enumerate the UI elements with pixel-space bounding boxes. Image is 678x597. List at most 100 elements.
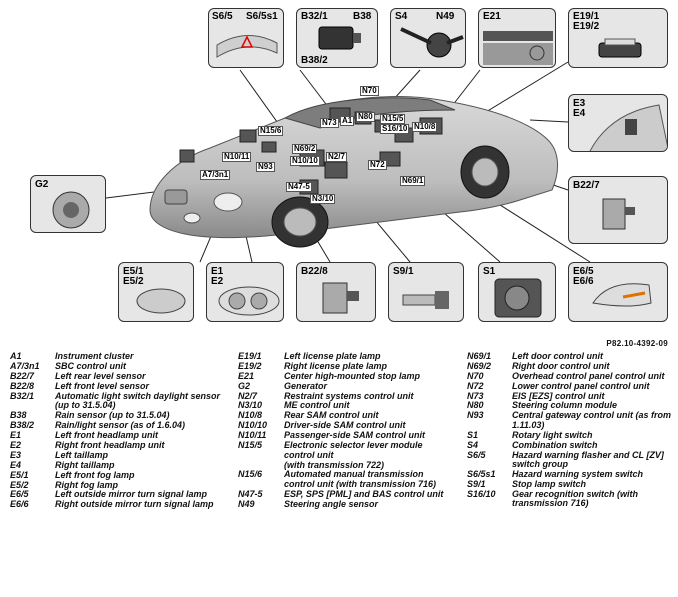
legend-code: B22/8 — [10, 380, 35, 391]
legend-code: B22/7 — [10, 370, 35, 381]
box-s1: S1 — [478, 262, 556, 322]
label-s9-1: S9/1 — [393, 266, 414, 277]
legend-description: SBC control unit — [55, 360, 126, 371]
box-e6: E6/5 E6/6 — [568, 262, 668, 322]
legend-code: N72 — [467, 380, 484, 391]
legend-description: (up to 31.5.04) — [55, 400, 116, 411]
legend-row: E1 Left front headlamp unit — [10, 431, 225, 441]
legend-description: Combination switch — [512, 439, 598, 450]
legend-description: Rear SAM control unit — [284, 410, 379, 421]
box-s9-1: S9/1 — [388, 262, 464, 322]
legend-description: Driver-side SAM control unit — [284, 420, 406, 431]
legend-description: Hazard warning flasher and CL [ZV] switc… — [512, 449, 664, 470]
legend-code: E2 — [10, 440, 22, 451]
legend-description: Left front headlamp unit — [55, 430, 158, 441]
legend-row: (up to 31.5.04) — [10, 401, 225, 411]
box-e5: E5/1 E5/2 — [118, 262, 194, 322]
legend-code: E5/1 — [10, 469, 29, 480]
label-b22-8: B22/8 — [301, 266, 328, 277]
legend-code: B38 — [10, 410, 27, 421]
label-e21: E21 — [483, 11, 501, 22]
front-level-sensor-image — [322, 282, 359, 314]
box-b22-7: B22/7 — [568, 176, 668, 244]
label-s4: S4 — [395, 11, 408, 22]
legend-code: S9/1 — [467, 478, 486, 489]
legend-description: Right door control unit — [512, 360, 610, 371]
legend-description: Instrument cluster — [55, 351, 134, 361]
legend-row: S4 Combination switch — [467, 439, 672, 451]
legend-code: N3/10 — [238, 400, 263, 411]
box-e1: E1 E2 — [206, 262, 284, 322]
callout-n70: N70 — [360, 86, 379, 96]
legend-description: Left rear level sensor — [55, 370, 146, 381]
callout-n15-5: N15/5 — [380, 114, 406, 124]
legend-description: Hazard warning system switch — [512, 469, 644, 480]
legend-code: N69/2 — [467, 360, 492, 371]
callout-n10-8: N10/8 — [412, 122, 438, 132]
legend-code: G2 — [238, 380, 251, 391]
legend-code: E6/5 — [10, 489, 29, 500]
callout-n69-1: N69/1 — [400, 176, 426, 186]
legend-description: Left taillamp — [55, 449, 109, 460]
label-e3: E3 — [573, 98, 586, 109]
legend-description: Right front headlamp unit — [55, 440, 165, 451]
legend-description: Steering column module — [512, 400, 618, 411]
legend-code: E6/6 — [10, 499, 29, 510]
legend-code: S4 — [467, 439, 479, 450]
legend-description: Right license plate lamp — [284, 360, 388, 371]
legend-description: Gear recognition switch (with transmissi… — [512, 488, 639, 509]
legend-code: E1 — [10, 430, 22, 441]
level-sensor-image — [602, 198, 635, 230]
box-e21: E21 — [478, 8, 556, 68]
label-e6-5: E6/5 — [573, 266, 594, 277]
legend-description: Rain sensor (up to 31.5.04) — [55, 410, 170, 421]
legend-code: S6/5s1 — [467, 469, 496, 480]
legend-description: Left front level sensor — [55, 380, 150, 391]
legend-code: S6/5 — [467, 449, 486, 460]
legend-row: N69/2 Right door control unit — [467, 360, 672, 372]
label-e1: E1 — [211, 266, 224, 277]
headlamp-image — [218, 286, 280, 316]
legend-code: N2/7 — [238, 390, 258, 401]
legend-row: B22/7 Left rear level sensor — [10, 370, 225, 382]
legend-description: Rain/light sensor (as of 1.6.04) — [55, 420, 186, 431]
legend-row: S6/5s1 Hazard warning system switch — [467, 469, 672, 480]
label-g2: G2 — [35, 179, 49, 190]
legend-description: Rotary light switch — [512, 429, 593, 440]
label-b38: B38 — [353, 11, 372, 22]
callout-a1: A1 — [340, 116, 355, 126]
legend-description: EIS [EZS] control unit — [512, 390, 605, 401]
label-s1: S1 — [483, 266, 496, 277]
box-s6: S6/5 S6/5s1 — [208, 8, 284, 68]
callout-n10-10: N10/10 — [290, 156, 320, 166]
legend-description: Automatic light switch daylight sensor — [55, 390, 221, 401]
legend-description: Right taillamp — [55, 459, 115, 470]
rain-light-sensor-image — [318, 26, 361, 50]
callout-n10-11: N10/11 — [222, 152, 252, 162]
label-e6-6: E6/6 — [573, 276, 594, 287]
legend-code: N49 — [238, 498, 255, 509]
generator-image — [52, 191, 90, 229]
combination-switch-image — [400, 27, 464, 58]
callout-n93: N93 — [256, 162, 275, 172]
component-location-diagram: S6/5 S6/5s1 B32/1 B38 B38/2 S4 N49 E21 E… — [30, 8, 668, 322]
label-n49: N49 — [436, 11, 455, 22]
legend-description: Overhead control panel control unit — [512, 370, 665, 381]
legend-code: E3 — [10, 449, 22, 460]
